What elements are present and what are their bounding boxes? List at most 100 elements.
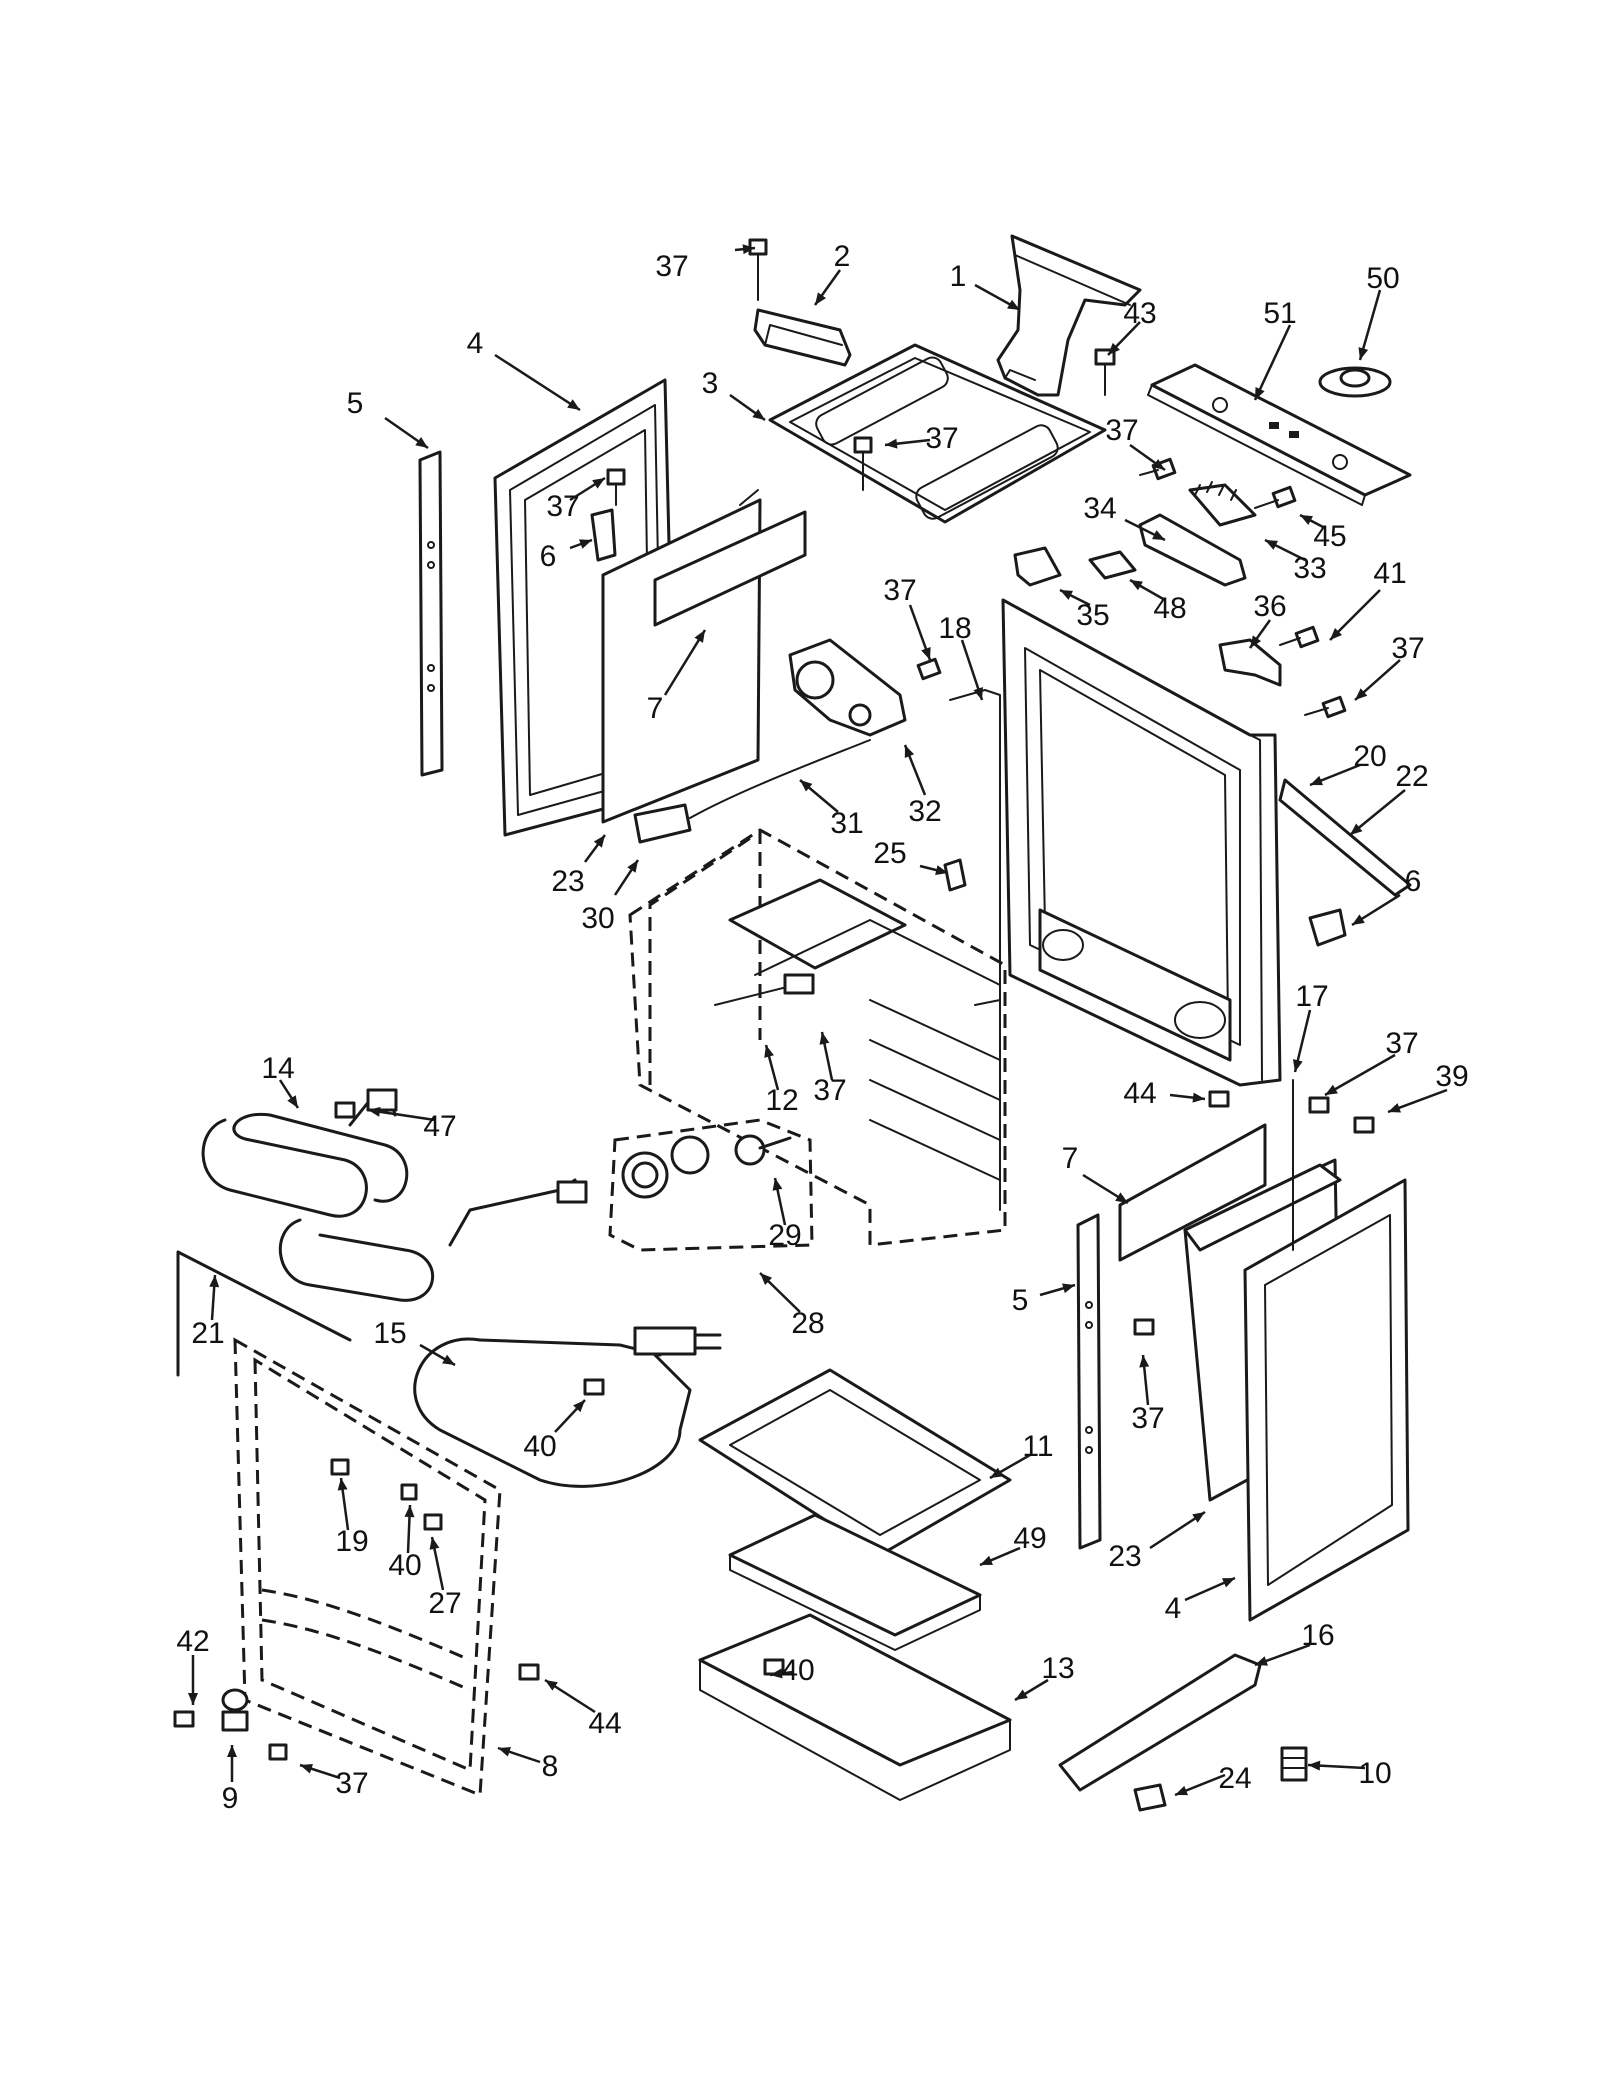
callout-arrowhead: [1292, 1059, 1303, 1072]
callout-20: 20: [1309, 740, 1387, 787]
callout-22: 22: [1349, 760, 1429, 836]
callout-12: 12: [764, 1044, 799, 1117]
callout-40: 40: [769, 1654, 815, 1687]
callout-42: 42: [176, 1625, 210, 1705]
callout-31: 31: [799, 779, 864, 840]
callout-arrowhead: [973, 687, 983, 700]
callout-arrowhead: [442, 1354, 455, 1365]
callout-number: 19: [335, 1525, 368, 1558]
callout-number: 24: [1218, 1762, 1251, 1795]
callout-number: 18: [938, 612, 971, 645]
callout-39: 39: [1387, 1060, 1469, 1114]
callout-arrowhead: [1115, 1192, 1128, 1203]
part-storage-drawer: [698, 1613, 1012, 1801]
callout-number: 40: [781, 1654, 814, 1687]
part-broiler-grid: [728, 1513, 982, 1651]
part-bracket-6: [1308, 908, 1347, 947]
callout-7: 7: [647, 629, 707, 725]
callout-number: 37: [1391, 632, 1424, 665]
callout-number: 7: [647, 692, 664, 725]
callout-number: 23: [1108, 1540, 1141, 1573]
part-leveling-leg-10: [1280, 1746, 1308, 1782]
callout-arrowhead: [752, 408, 765, 420]
part-gasket-18: [949, 689, 1001, 1006]
screw-icon: [1094, 348, 1116, 396]
callout-43: 43: [1107, 297, 1157, 356]
callout-number: 4: [1165, 1592, 1182, 1625]
callout-arrowhead: [1152, 458, 1165, 470]
callout-leader-line: [1358, 289, 1382, 361]
part-insulation-panel: [1118, 1123, 1267, 1262]
callout-number: 37: [655, 250, 688, 283]
callout-number: 5: [347, 387, 364, 420]
part-knob-group: [608, 1118, 814, 1252]
screw-icon: [1353, 1116, 1375, 1134]
callout-23: 23: [551, 834, 607, 898]
callout-number: 8: [542, 1750, 559, 1783]
callout-37: 37: [1354, 632, 1425, 701]
callout-50: 50: [1358, 262, 1400, 361]
callout-34: 34: [1083, 492, 1166, 542]
callout-arrowhead: [627, 860, 638, 873]
screw-icon: [334, 1101, 356, 1119]
callout-45: 45: [1299, 513, 1347, 553]
callout-8: 8: [497, 1746, 559, 1783]
part-oven-cavity: [628, 828, 1007, 1247]
callout-arrowhead: [209, 1275, 220, 1288]
part-gasket-48: [1088, 550, 1137, 580]
part-broiler-pan: [698, 1368, 1012, 1557]
callout-49: 49: [979, 1522, 1047, 1567]
callout-arrowhead: [498, 1747, 511, 1757]
callout-6: 6: [540, 538, 593, 573]
part-side-panel-right: [1243, 1178, 1410, 1622]
callout-arrowhead: [429, 1537, 440, 1550]
part-wire-31: [689, 739, 871, 819]
callout-48: 48: [1129, 578, 1187, 625]
callout-number: 27: [428, 1587, 461, 1620]
part-bake-element: [413, 1326, 722, 1488]
callout-arrowhead: [1388, 1103, 1401, 1113]
screw-icon: [916, 657, 942, 681]
callout-number: 37: [1131, 1402, 1164, 1435]
callout-number: 15: [373, 1317, 406, 1350]
callout-number: 49: [1013, 1522, 1046, 1555]
part-bracket-2: [753, 308, 852, 367]
callout-37: 37: [813, 1031, 847, 1107]
callout-arrowhead: [545, 1680, 558, 1691]
part-terminal-block: [1188, 481, 1257, 527]
callout-37: 37: [1324, 1027, 1419, 1097]
callout-leader-line: [494, 353, 581, 412]
callout-arrowhead: [1352, 914, 1365, 925]
part-insulation-panel: [601, 489, 807, 824]
callout-arrowhead: [990, 1467, 1003, 1478]
callout-number: 17: [1295, 980, 1328, 1013]
callout-leader-line: [1324, 1053, 1396, 1097]
callout-arrowhead: [764, 1045, 774, 1058]
callout-arrowhead: [1192, 1512, 1205, 1523]
callout-number: 14: [261, 1052, 294, 1085]
callout-arrowhead: [770, 1668, 783, 1679]
callout-number: 22: [1395, 760, 1428, 793]
callout-number: 23: [551, 865, 584, 898]
callout-leader-line: [1253, 324, 1292, 401]
part-control-plate: [1147, 363, 1412, 506]
part-bracket-34: [1138, 513, 1247, 587]
callout-17: 17: [1292, 980, 1329, 1073]
callout-arrowhead: [1325, 1084, 1338, 1095]
screw-icon: [518, 1663, 540, 1681]
callout-arrowhead: [404, 1505, 415, 1518]
callout-number: 10: [1358, 1757, 1391, 1790]
callout-44: 44: [544, 1678, 622, 1740]
callout-number: 16: [1301, 1619, 1334, 1652]
callout-arrowhead: [579, 539, 592, 549]
callout-arrowhead: [1152, 530, 1165, 540]
callout-arrowhead: [1130, 580, 1143, 591]
callout-33: 33: [1264, 538, 1327, 585]
callout-number: 7: [1062, 1142, 1079, 1175]
callout-number: 37: [1385, 1027, 1418, 1060]
callout-number: 44: [1123, 1077, 1156, 1110]
callout-number: 25: [873, 837, 906, 870]
callout-arrowhead: [772, 1178, 783, 1191]
